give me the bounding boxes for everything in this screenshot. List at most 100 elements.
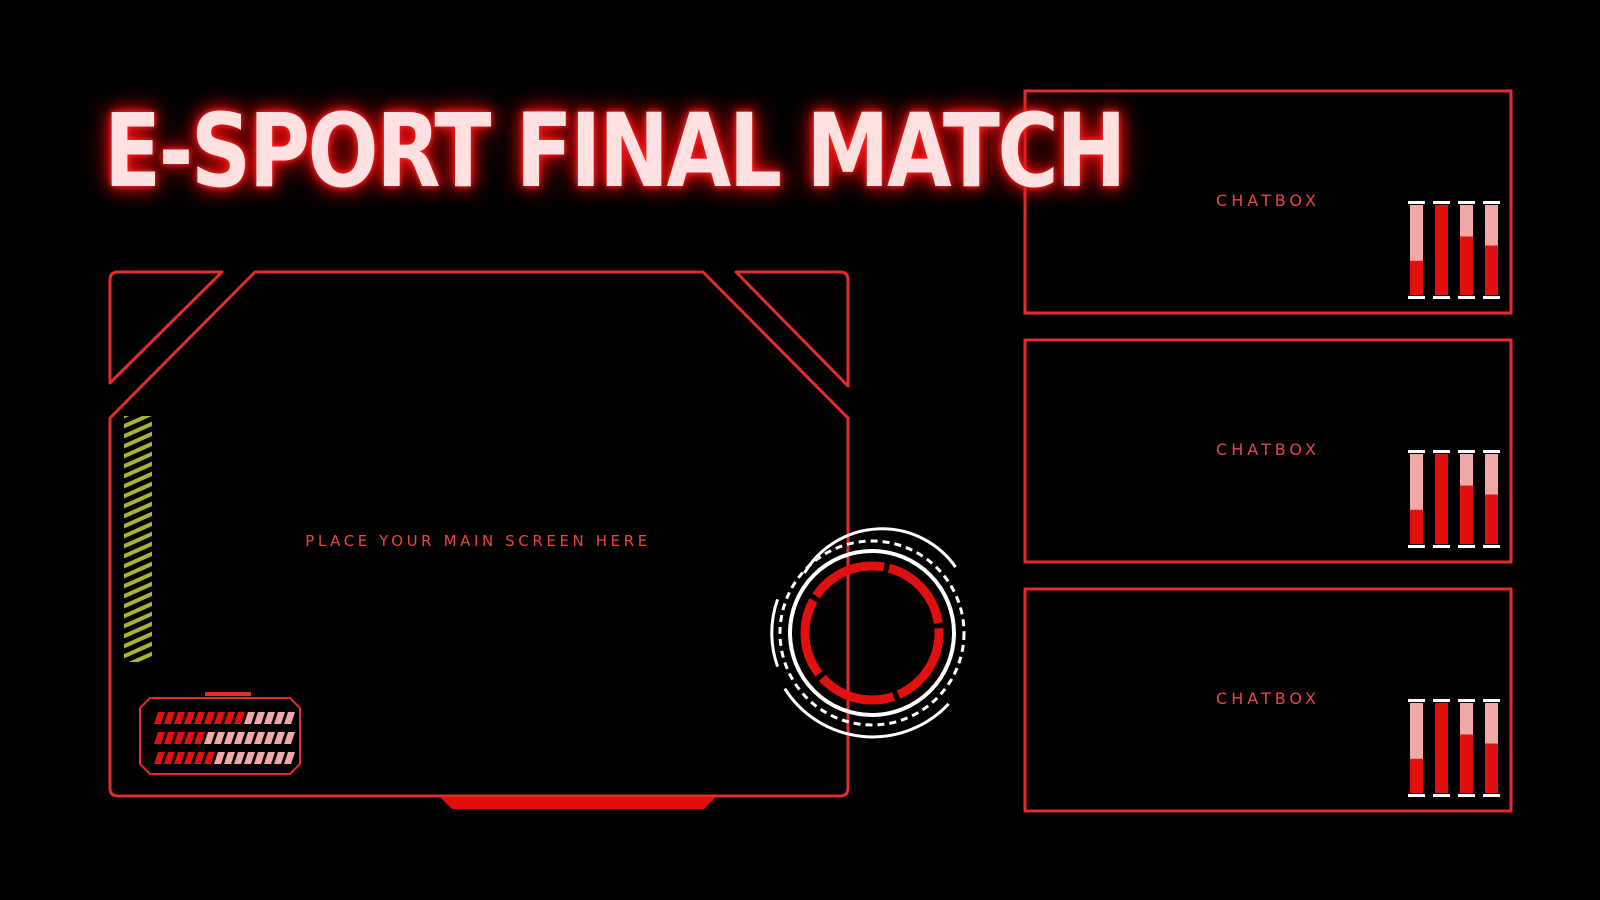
progress-segment [254,732,265,744]
hazard-stripe [124,571,152,589]
hazard-stripe [124,416,152,429]
hazard-stripe [124,461,152,479]
meter-fill [1485,743,1498,793]
meter-cap-top [1458,450,1475,453]
hazard-stripe [151,661,152,662]
progress-segment [154,732,165,744]
progress-segment [164,712,175,724]
meter-cap-top [1408,450,1425,453]
hazard-stripe [124,631,152,649]
hazard-stripe [124,501,152,519]
meter-cap-bottom [1483,794,1500,797]
hud-arc-bottom [783,687,950,739]
progress-segment [274,752,285,764]
chatbox-2-level-meters [1408,450,1500,548]
hud-outer-dashed-ring [778,539,966,727]
progress-segment [184,752,195,764]
progress-segment [164,732,175,744]
chatbox-1-frame [1023,89,1513,315]
match-title: E-SPORT FINAL MATCH [104,92,1126,211]
meter-cap-top [1433,450,1450,453]
chatbox-1-level-meters [1408,201,1500,299]
meter-cap-bottom [1433,545,1450,548]
progress-segment [274,732,285,744]
hud-arc-top [803,527,957,574]
bottom-tab [440,797,716,809]
meter-cap-top [1408,699,1425,702]
progress-segment [224,712,235,724]
progress-segment [284,732,295,744]
hazard-stripe [124,451,152,469]
meter-cap-bottom [1458,545,1475,548]
meter-fill [1410,758,1423,793]
hazard-stripe [124,621,152,639]
progress-segment [264,712,275,724]
progress-segment [154,712,165,724]
circular-hud [770,527,966,739]
progress-segment [164,752,175,764]
chatbox-3-label: CHATBOX [1216,689,1320,708]
meter-cap-bottom [1408,794,1425,797]
chatbox-2[interactable] [1023,338,1513,564]
main-screen-frame [108,270,850,809]
meter-cap-bottom [1433,296,1450,299]
meter-cap-bottom [1408,296,1425,299]
progress-segment [154,752,165,764]
progress-segment [264,752,275,764]
hud-red-ring [800,561,944,705]
meter-cap-top [1433,699,1450,702]
hazard-stripe [124,471,152,489]
progress-segment [214,712,225,724]
progress-segment [174,712,185,724]
progress-segment [254,752,265,764]
progress-indicator [139,692,301,775]
hud-arc-left [770,598,780,668]
meter-fill [1485,494,1498,544]
chatbox-1[interactable] [1023,89,1513,315]
hazard-stripe [124,421,152,439]
main-screen-label: PLACE YOUR MAIN SCREEN HERE [305,532,651,550]
chatbox-3[interactable] [1023,587,1513,813]
meter-cap-bottom [1458,794,1475,797]
progress-segment [214,752,225,764]
progress-segment [184,732,195,744]
progress-segment [284,712,295,724]
meter-cap-top [1483,699,1500,702]
meter-cap-top [1458,699,1475,702]
progress-segment [284,752,295,764]
progress-segment [174,732,185,744]
progress-segment [264,732,275,744]
progress-segment [274,712,285,724]
chatbox-3-level-meters [1408,699,1500,797]
progress-segment [214,732,225,744]
meter-cap-bottom [1458,296,1475,299]
meter-fill [1460,236,1473,295]
hud-white-ring [788,549,956,717]
progress-tab [205,692,251,696]
progress-segment [244,732,255,744]
progress-segment [244,752,255,764]
hazard-stripe [124,541,152,559]
progress-segment [194,732,205,744]
progress-segment [254,712,265,724]
meter-cap-bottom [1483,296,1500,299]
meter-fill [1460,485,1473,544]
progress-segment [174,752,185,764]
progress-segment [204,712,215,724]
hazard-stripe [124,481,152,499]
meter-cap-top [1408,201,1425,204]
chatbox-1-label: CHATBOX [1216,191,1320,210]
chatbox-2-frame [1023,338,1513,564]
meter-fill [1435,454,1448,544]
main-frame-border [108,270,850,798]
meter-fill [1485,245,1498,295]
hazard-stripe [124,511,152,529]
meter-fill [1460,734,1473,793]
hazard-stripe [124,641,152,659]
progress-segment [234,752,245,764]
progress-segment [234,732,245,744]
hazard-stripe [124,531,152,549]
progress-frame [139,697,301,775]
meter-cap-top [1483,450,1500,453]
